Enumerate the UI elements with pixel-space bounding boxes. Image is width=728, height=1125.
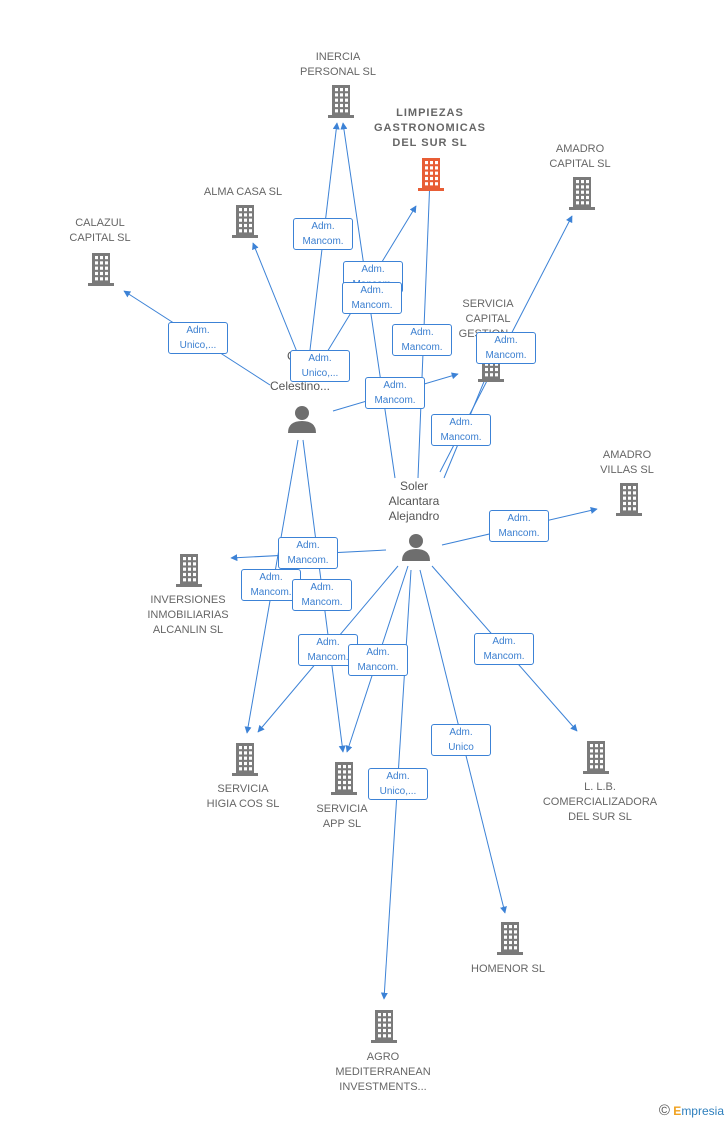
brand-name: mpresia <box>681 1104 724 1118</box>
brand-initial: E <box>673 1104 682 1118</box>
building-icon[interactable] <box>569 177 595 210</box>
node-label-soler[interactable]: Soler Alcantara Alejandro <box>388 479 440 523</box>
edge-label-garcia-servicia_capital[interactable]: Adm. Mancom. <box>365 377 425 409</box>
building-icon[interactable] <box>328 85 354 118</box>
edge-label-soler-llb[interactable]: Adm. Mancom. <box>474 633 534 665</box>
building-icon[interactable] <box>331 762 357 795</box>
edge-label-soler-inercia[interactable]: Adm. Mancom. <box>342 282 402 314</box>
node-label-agro[interactable]: AGRO MEDITERRANEAN INVESTMENTS... <box>335 1051 431 1093</box>
building-icon[interactable] <box>232 743 258 776</box>
node-label-alma[interactable]: ALMA CASA SL <box>203 186 283 198</box>
watermark[interactable]: © Empresia <box>659 1102 724 1119</box>
node-label-app[interactable]: SERVICIA APP SL <box>316 803 368 830</box>
node-label-calazul[interactable]: CALAZUL CAPITAL SL <box>69 217 131 244</box>
edge-label-garcia-calazul[interactable]: Adm. Unico,... <box>168 322 228 354</box>
edge-label-soler-limpiezas[interactable]: Adm. Mancom. <box>392 324 452 356</box>
building-icon[interactable] <box>616 483 642 516</box>
person-icon[interactable] <box>288 406 316 433</box>
node-label-limpiezas[interactable]: LIMPIEZAS GASTRONOMICAS DEL SUR SL <box>374 107 486 149</box>
edge-label-soler-homenor[interactable]: Adm. Unico <box>431 724 491 756</box>
node-label-homenor[interactable]: HOMENOR SL <box>471 963 545 975</box>
edge-label-garcia-alma[interactable]: Adm. Unico,... <box>290 350 350 382</box>
edge-label-soler-agro[interactable]: Adm. Unico,... <box>368 768 428 800</box>
node-label-llb[interactable]: L. L.B. COMERCIALIZADORA DEL SUR SL <box>542 781 658 823</box>
edge-label-garcia-app[interactable]: Adm. Mancom. <box>292 579 352 611</box>
node-label-amadro_capital[interactable]: AMADRO CAPITAL SL <box>549 143 611 170</box>
edge-label-soler-amadro_villas[interactable]: Adm. Mancom. <box>489 510 549 542</box>
edge-label-garcia-inercia[interactable]: Adm. Mancom. <box>293 218 353 250</box>
building-icon[interactable] <box>176 554 202 587</box>
nodes-layer <box>88 85 642 1043</box>
edge-label-soler-app[interactable]: Adm. Mancom. <box>348 644 408 676</box>
building-icon[interactable] <box>583 741 609 774</box>
node-label-inversiones[interactable]: INVERSIONES INMOBILIARIAS ALCANLIN SL <box>147 594 229 636</box>
building-icon[interactable] <box>418 158 444 191</box>
building-icon[interactable] <box>497 922 523 955</box>
person-icon[interactable] <box>402 534 430 561</box>
building-icon[interactable] <box>232 205 258 238</box>
edge-garcia-alma <box>252 242 298 353</box>
building-icon[interactable] <box>88 253 114 286</box>
edge-label-soler-inversiones[interactable]: Adm. Mancom. <box>278 537 338 569</box>
node-label-amadro_villas[interactable]: AMADRO VILLAS SL <box>600 449 654 476</box>
node-label-higia[interactable]: SERVICIA HIGIA COS SL <box>206 783 280 810</box>
edge-label-soler-servicia_capital[interactable]: Adm. Mancom. <box>431 414 491 446</box>
edge-label-garcia-higia[interactable]: Adm. Mancom. <box>241 569 301 601</box>
copyright-symbol: © <box>658 1102 670 1119</box>
building-icon[interactable] <box>371 1010 397 1043</box>
edge-label-soler-amadro_capital[interactable]: Adm. Mancom. <box>476 332 536 364</box>
node-label-inercia[interactable]: INERCIA PERSONAL SL <box>299 51 376 78</box>
